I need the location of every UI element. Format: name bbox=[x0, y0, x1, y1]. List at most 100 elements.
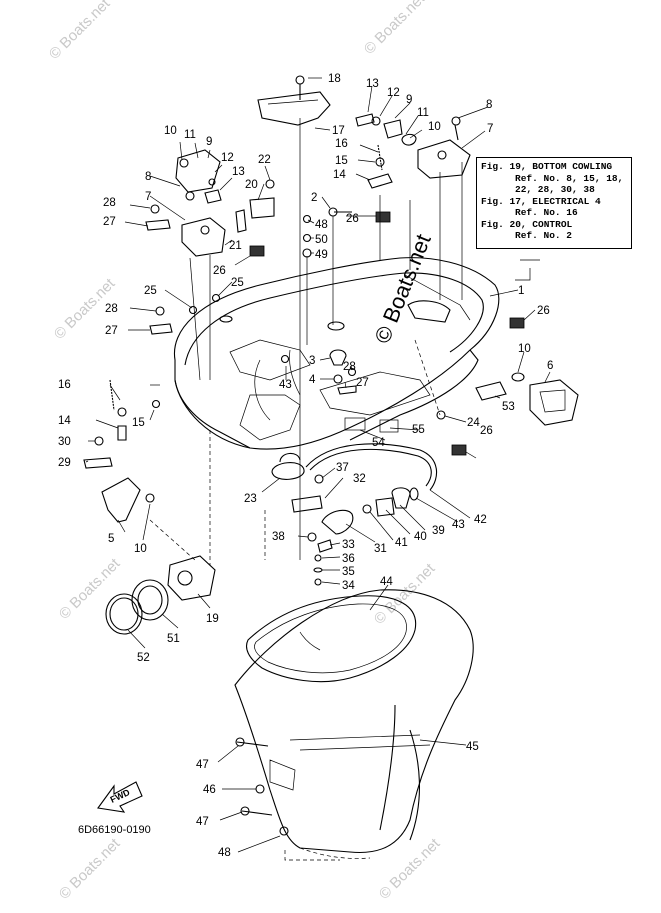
watermark: © Boats.net bbox=[46, 0, 114, 63]
callout: 10 bbox=[518, 343, 531, 355]
callout: 48 bbox=[218, 847, 231, 859]
callout: 43 bbox=[279, 379, 292, 391]
callout: 4 bbox=[309, 374, 316, 386]
callout: 19 bbox=[206, 613, 219, 625]
callout: 26 bbox=[213, 265, 226, 277]
callout: 31 bbox=[374, 543, 387, 555]
ref-line: Ref. No. 2 bbox=[515, 230, 573, 241]
callout: 14 bbox=[333, 169, 346, 181]
ref-line: Ref. No. 8, 15, 18, bbox=[515, 172, 624, 184]
reference-box: Fig. 19, BOTTOM COWLING Ref. No. 8, 15, … bbox=[476, 157, 632, 249]
callout: 10 bbox=[134, 543, 147, 555]
callout: 33 bbox=[342, 539, 355, 551]
callout: 27 bbox=[105, 325, 118, 337]
callout: 28 bbox=[343, 361, 356, 373]
ref-line: Fig. 19, BOTTOM COWLING bbox=[481, 161, 613, 172]
watermark: © Boats.net bbox=[376, 835, 444, 903]
callout: 13 bbox=[366, 78, 379, 90]
callout: 37 bbox=[336, 462, 349, 474]
callout: 41 bbox=[395, 537, 408, 549]
watermark-center: © Boats.net bbox=[369, 231, 435, 347]
callout: 25 bbox=[231, 277, 244, 289]
callout: 20 bbox=[245, 179, 258, 191]
leader-lines bbox=[85, 77, 551, 861]
ref-line: Fig. 20, CONTROL bbox=[481, 218, 573, 230]
callout: 11 bbox=[417, 107, 429, 119]
callout: 22 bbox=[258, 154, 271, 166]
callout: 10 bbox=[164, 125, 177, 137]
callout: 51 bbox=[167, 633, 180, 645]
callout: 7 bbox=[145, 191, 151, 203]
callout: 18 bbox=[328, 73, 341, 85]
callout: 53 bbox=[502, 401, 515, 413]
callout: 6 bbox=[547, 360, 553, 372]
callout: 27 bbox=[103, 216, 116, 228]
callout: 50 bbox=[315, 234, 328, 246]
ref-line: 22, 28, 30, 38 bbox=[515, 184, 595, 195]
watermark: © Boats.net bbox=[371, 560, 439, 628]
callout: 47 bbox=[196, 759, 209, 771]
callout: 16 bbox=[58, 379, 71, 391]
watermark-layer: © Boats.net © Boats.net © Boats.net © Bo… bbox=[46, 0, 444, 903]
callout: 2 bbox=[311, 192, 317, 204]
callout: 5 bbox=[108, 533, 114, 545]
callout: 44 bbox=[380, 576, 393, 588]
fwd-arrow: FWD bbox=[97, 781, 143, 813]
callout: 10 bbox=[428, 121, 441, 133]
callout: 38 bbox=[272, 531, 285, 543]
callout: 7 bbox=[487, 123, 493, 135]
callout: 43 bbox=[452, 519, 465, 531]
callout: 17 bbox=[332, 125, 345, 137]
callout: 1 bbox=[518, 285, 524, 297]
diagram-code: 6D66190-0190 bbox=[78, 824, 151, 836]
watermark: © Boats.net bbox=[56, 835, 124, 903]
callout: 14 bbox=[58, 415, 71, 427]
callout: 45 bbox=[466, 741, 479, 753]
callout: 40 bbox=[414, 531, 427, 543]
callout: 9 bbox=[206, 136, 212, 148]
callout: 47 bbox=[196, 816, 209, 828]
callout: 32 bbox=[353, 473, 366, 485]
callout: 52 bbox=[137, 652, 150, 664]
callout: 24 bbox=[467, 417, 480, 429]
callout: 13 bbox=[232, 166, 245, 178]
callout: 28 bbox=[105, 303, 118, 315]
callout: 29 bbox=[58, 457, 71, 469]
callout: 54 bbox=[372, 437, 385, 449]
callout: 8 bbox=[486, 99, 492, 111]
callouts: 18 17 13 12 9 11 10 8 7 10 11 9 12 13 22… bbox=[58, 73, 553, 859]
callout: 12 bbox=[221, 152, 234, 164]
callout: 30 bbox=[58, 436, 71, 448]
callout: 34 bbox=[342, 580, 355, 592]
callout: 9 bbox=[406, 94, 412, 106]
callout: 21 bbox=[229, 240, 242, 252]
watermark: © Boats.net bbox=[56, 555, 124, 623]
lower-cowling bbox=[234, 589, 474, 859]
callout: 39 bbox=[432, 525, 445, 537]
callout: 28 bbox=[103, 197, 116, 209]
callout: 27 bbox=[356, 377, 369, 389]
callout: 15 bbox=[335, 155, 348, 167]
callout: 55 bbox=[412, 424, 425, 436]
callout: 26 bbox=[346, 213, 359, 225]
callout: 15 bbox=[132, 417, 145, 429]
ref-line: Ref. No. 16 bbox=[515, 207, 578, 218]
callout: 36 bbox=[342, 553, 355, 565]
callout: 11 bbox=[184, 129, 196, 141]
callout: 42 bbox=[474, 514, 487, 526]
callout: 26 bbox=[537, 305, 550, 317]
callout: 12 bbox=[387, 87, 400, 99]
callout: 26 bbox=[480, 425, 493, 437]
callout: 48 bbox=[315, 219, 328, 231]
callout: 8 bbox=[145, 171, 151, 183]
callout: 46 bbox=[203, 784, 216, 796]
ref-line: Fig. 17, ELECTRICAL 4 bbox=[481, 195, 601, 207]
callout: 3 bbox=[309, 355, 315, 367]
bottom-cowling-tray bbox=[173, 257, 500, 450]
watermark: © Boats.net bbox=[361, 0, 429, 58]
callout: 16 bbox=[335, 138, 348, 150]
callout: 35 bbox=[342, 566, 355, 578]
callout: 49 bbox=[315, 249, 328, 261]
callout: 23 bbox=[244, 493, 257, 505]
